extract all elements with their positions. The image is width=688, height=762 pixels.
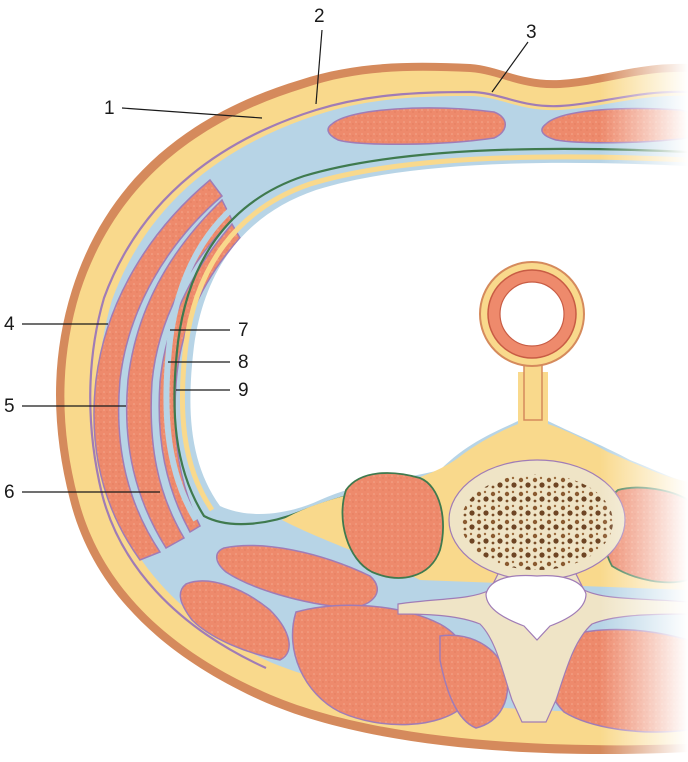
label-3: 3 — [526, 22, 537, 43]
label-6: 6 — [4, 482, 15, 503]
label-5: 5 — [4, 396, 15, 417]
label-8: 8 — [238, 352, 249, 373]
label-4: 4 — [4, 314, 15, 335]
right-edge-fade — [600, 60, 688, 760]
aorta-lumen — [500, 282, 564, 346]
label-2: 2 — [314, 6, 325, 27]
vertebral-body-spongy — [461, 474, 613, 570]
label-1: 1 — [104, 98, 115, 119]
label-9: 9 — [238, 380, 249, 401]
label-7: 7 — [238, 320, 249, 341]
